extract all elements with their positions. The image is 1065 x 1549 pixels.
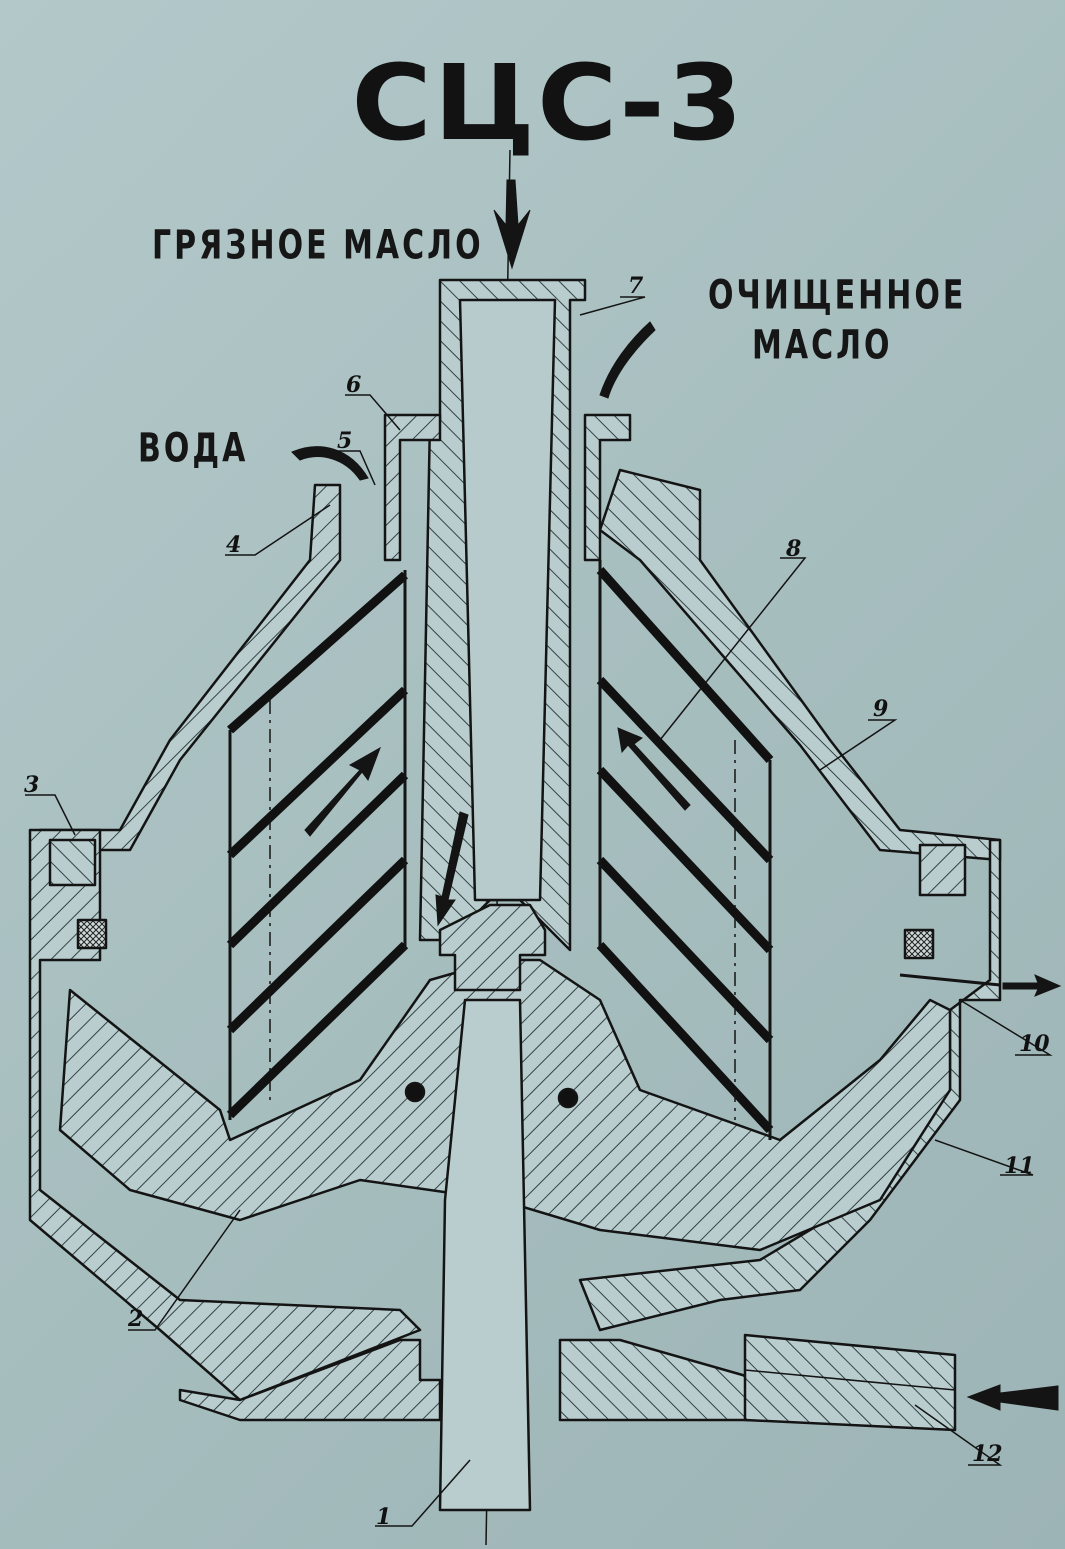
callout-leaders [25, 296, 1053, 1527]
flow-arrow-down [435, 811, 469, 927]
callout-11: 11 [1004, 1153, 1035, 1179]
label-water: ВОДА [138, 425, 249, 473]
bowl-cover-right [598, 468, 1002, 862]
callout-10: 10 [1019, 1031, 1050, 1057]
callout-1: 1 [376, 1504, 392, 1530]
callout-3: 3 [24, 772, 40, 798]
flow-arrow-left [304, 746, 381, 837]
outlet-arrow-10 [1002, 974, 1062, 997]
disc-stack-right [596, 566, 774, 1134]
seal-right [903, 928, 935, 960]
label-dirty-oil: ГРЯЗНОЕ МАСЛО [152, 222, 484, 270]
callout-12: 12 [972, 1441, 1003, 1467]
callout-4: 4 [226, 532, 242, 558]
label-clean-oil-line1: ОЧИЩЕННОЕ [708, 272, 967, 320]
flow-arrow-right [617, 727, 691, 811]
spindle-head [438, 903, 547, 992]
callout-9: 9 [873, 696, 889, 722]
callout-5: 5 [337, 428, 353, 454]
callout-6: 6 [346, 372, 362, 398]
spindle-shaft [438, 998, 532, 1512]
inlet-arrow-top [493, 179, 531, 270]
callout-2: 2 [128, 1306, 144, 1332]
base-frame [178, 1338, 442, 1422]
label-clean-oil-line2: МАСЛО [752, 322, 893, 370]
water-outlet-arrow [291, 446, 369, 481]
disc-stack-left [226, 571, 409, 1119]
diagram-title: СЦС-3 [351, 42, 745, 164]
flow-arrows [291, 179, 1062, 1411]
inlet-pipe [743, 1333, 957, 1432]
callout-7: 7 [628, 273, 644, 299]
clean-oil-outlet-arrow [599, 321, 656, 399]
callout-8: 8 [786, 536, 802, 562]
neck-collar [383, 413, 442, 562]
inlet-arrow-12 [966, 1384, 1059, 1411]
seal-left [76, 918, 108, 950]
